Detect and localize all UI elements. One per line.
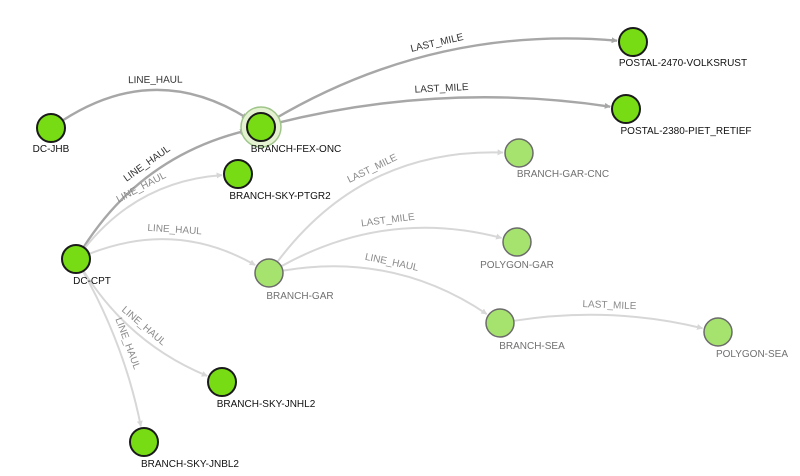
node-polygon-gar[interactable]: POLYGON-GAR (480, 227, 554, 271)
node-label: BRANCH-SKY-JNBL2 (141, 459, 239, 470)
node-dc-jhb[interactable]: DC-JHB (33, 113, 70, 155)
node-branch-sea[interactable]: BRANCH-SEA (485, 308, 565, 352)
node-label: POLYGON-GAR (480, 260, 554, 271)
node-circle[interactable] (129, 427, 159, 457)
node-branch-sky-ptgr2[interactable]: BRANCH-SKY-PTGR2 (223, 159, 331, 202)
nodes-layer: DC-JHB BRANCH-FEX-ONC POSTAL-2470-VOLKSRUS… (33, 27, 788, 470)
node-postal-2380[interactable]: POSTAL-2380-PIET_RETIEF (611, 94, 752, 137)
node-label: BRANCH-GAR-CNC (517, 169, 609, 180)
edge-branch-gar-to-branch-gar-cnc[interactable] (276, 149, 504, 263)
node-label: DC-CPT (73, 276, 111, 287)
edge-branch-sea-to-polygon-sea[interactable] (513, 313, 704, 330)
node-circle[interactable] (504, 138, 534, 168)
edge-branch-fex-onc-to-postal-2470[interactable] (272, 37, 618, 121)
node-label: POLYGON-SEA (716, 349, 788, 360)
edge-labels-layer: LINE_HAUL LAST_MILE LAST_MILE LINE_HAUL LINE… (112, 32, 636, 372)
node-label: BRANCH-FEX-ONC (251, 144, 342, 155)
node-branch-fex-onc[interactable]: BRANCH-FEX-ONC (240, 106, 342, 155)
node-circle[interactable] (207, 367, 237, 397)
edge-label-e10: LAST_MILE (360, 212, 415, 230)
node-branch-sky-jnbl2[interactable]: BRANCH-SKY-JNBL2 (129, 427, 239, 470)
node-label: BRANCH-SKY-PTGR2 (229, 191, 331, 202)
node-label: POSTAL-2380-PIET_RETIEF (621, 126, 752, 137)
node-circle[interactable] (254, 258, 284, 288)
node-label: POSTAL-2470-VOLKSRUST (619, 58, 747, 69)
edge-label-e2: LAST_MILE (410, 32, 465, 55)
edge-branch-gar-to-branch-sea[interactable] (282, 265, 488, 315)
node-polygon-sea[interactable]: POLYGON-SEA (703, 317, 788, 360)
node-circle[interactable] (36, 113, 66, 143)
edge-label-e6: LINE_HAUL (147, 223, 203, 238)
edge-dc-cpt-to-branch-sky-ptgr2[interactable] (83, 172, 223, 249)
node-circle[interactable] (703, 317, 733, 347)
edge-label-e1: LINE_HAUL (128, 75, 183, 87)
node-circle[interactable] (611, 94, 641, 124)
edge-branch-fex-onc-to-postal-2380[interactable] (274, 96, 611, 125)
edge-label-e9: LAST_MILE (346, 152, 400, 186)
node-circle[interactable] (618, 27, 648, 57)
node-label: BRANCH-SKY-JNHL2 (217, 399, 316, 410)
node-circle[interactable] (502, 227, 532, 257)
node-circle[interactable] (246, 112, 276, 142)
edge-dc-cpt-to-branch-sky-jnbl2[interactable] (82, 270, 143, 427)
node-label: BRANCH-GAR (266, 291, 333, 302)
node-branch-gar-cnc[interactable]: BRANCH-GAR-CNC (504, 138, 609, 180)
node-circle[interactable] (485, 308, 515, 338)
edge-label-e3: LAST_MILE (414, 82, 469, 96)
edge-dc-cpt-to-branch-gar[interactable] (88, 238, 256, 266)
edge-dc-jhb-to-branch-fex-onc[interactable] (62, 88, 249, 122)
edge-dc-cpt-to-branch-sky-jnhl2[interactable] (82, 270, 208, 377)
edges-layer (62, 37, 704, 427)
node-circle[interactable] (61, 244, 91, 274)
node-label: DC-JHB (33, 144, 70, 155)
edge-label-e11: LINE_HAUL (364, 252, 420, 274)
node-branch-sky-jnhl2[interactable]: BRANCH-SKY-JNHL2 (207, 367, 316, 410)
edge-dc-cpt-to-branch-fex-onc[interactable] (82, 129, 247, 248)
node-branch-gar[interactable]: BRANCH-GAR (254, 258, 334, 302)
edge-branch-gar-to-polygon-gar[interactable] (280, 226, 503, 268)
node-dc-cpt[interactable]: DC-CPT (61, 244, 111, 287)
edge-label-e12: LAST_MILE (582, 299, 637, 312)
node-circle[interactable] (223, 159, 253, 189)
node-postal-2470[interactable]: POSTAL-2470-VOLKSRUST (618, 27, 747, 69)
node-label: BRANCH-SEA (499, 341, 565, 352)
